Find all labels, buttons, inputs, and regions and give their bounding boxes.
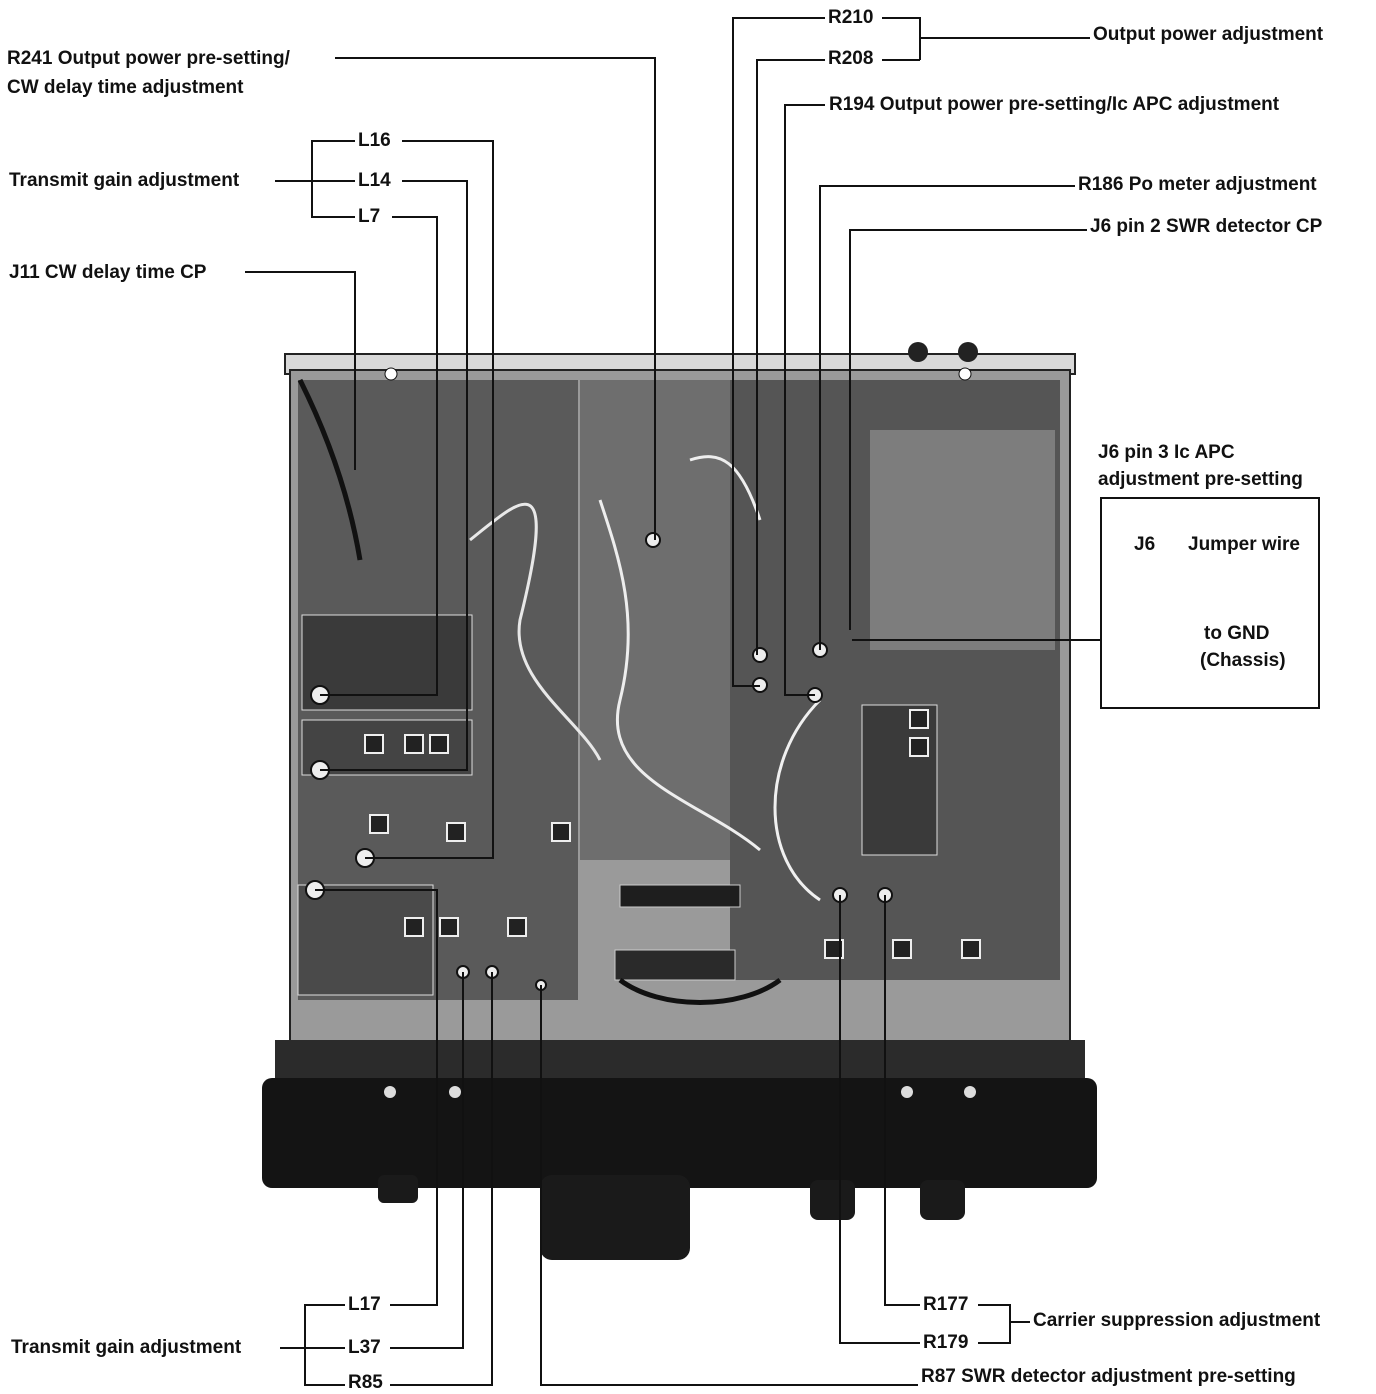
front-screw-3 <box>901 1086 913 1098</box>
label-carrier-suppression: Carrier suppression adjustment <box>1030 1310 1324 1332</box>
center-board <box>580 380 740 860</box>
square-coils <box>364 709 981 959</box>
knob-left <box>378 1175 418 1203</box>
label-output-power-adjustment: Output power adjustment <box>1090 24 1327 46</box>
pa-shield <box>870 430 1055 650</box>
label-transmit-gain-top: Transmit gain adjustment <box>6 170 243 192</box>
rear-screw-1 <box>384 367 398 381</box>
lower-left-board <box>297 884 434 996</box>
rear-jack-2 <box>958 342 978 362</box>
wire-5 <box>773 698 822 902</box>
label-r208: R208 <box>825 48 877 70</box>
knob-right-2 <box>920 1180 965 1220</box>
wire-4 <box>689 455 762 521</box>
label-r85: R85 <box>345 1372 386 1394</box>
knob-right-1 <box>810 1180 855 1220</box>
label-r179: R179 <box>920 1332 972 1354</box>
filter-label <box>619 884 741 908</box>
label-j6-pin3-line2: adjustment pre-setting <box>1095 469 1306 491</box>
label-r186: R186 Po meter adjustment <box>1075 174 1320 196</box>
front-screw-2 <box>449 1086 461 1098</box>
inset-jumper-label: Jumper wire <box>1188 534 1300 555</box>
label-r87: R87 SWR detector adjustment pre-setting <box>918 1366 1299 1388</box>
inset-j6-label: J6 <box>1134 534 1156 555</box>
label-l14: L14 <box>355 170 394 192</box>
label-r177: R177 <box>920 1294 972 1316</box>
label-l17: L17 <box>345 1294 384 1316</box>
j6-inset-box: J6 Jumper wire to GND (Chassis) <box>1100 497 1320 709</box>
front-screw-4 <box>964 1086 976 1098</box>
rear-jack-1 <box>908 342 928 362</box>
label-l7: L7 <box>355 206 384 228</box>
label-r241-line2: CW delay time adjustment <box>4 77 247 99</box>
label-l16: L16 <box>355 130 394 152</box>
wire-1 <box>297 378 363 561</box>
front-panel <box>262 1078 1097 1188</box>
inset-to-gnd-label: to GND <box>1204 623 1270 644</box>
label-j6-pin2: J6 pin 2 SWR detector CP <box>1087 216 1326 238</box>
main-dial <box>540 1175 690 1260</box>
front-screw-1 <box>384 1086 396 1098</box>
wire-6 <box>618 977 782 1005</box>
label-r194: R194 Output power pre-setting/Ic APC adj… <box>826 94 1283 116</box>
inset-chassis-label: (Chassis) <box>1200 650 1286 671</box>
wire-2 <box>469 502 602 761</box>
front-panel-lip <box>275 1040 1085 1080</box>
wire-3 <box>598 499 761 852</box>
label-transmit-gain-bottom: Transmit gain adjustment <box>8 1337 245 1359</box>
label-r241-line1: R241 Output power pre-setting/ <box>4 48 293 70</box>
rear-screw-2 <box>958 367 972 381</box>
label-j6-pin3-line1: J6 pin 3 Ic APC <box>1095 442 1238 464</box>
module-c <box>861 704 938 856</box>
leader-lines <box>245 17 1100 1386</box>
label-l37: L37 <box>345 1337 384 1359</box>
label-j11: J11 CW delay time CP <box>6 262 210 284</box>
cw-filter <box>614 949 736 981</box>
label-r210: R210 <box>825 7 877 29</box>
